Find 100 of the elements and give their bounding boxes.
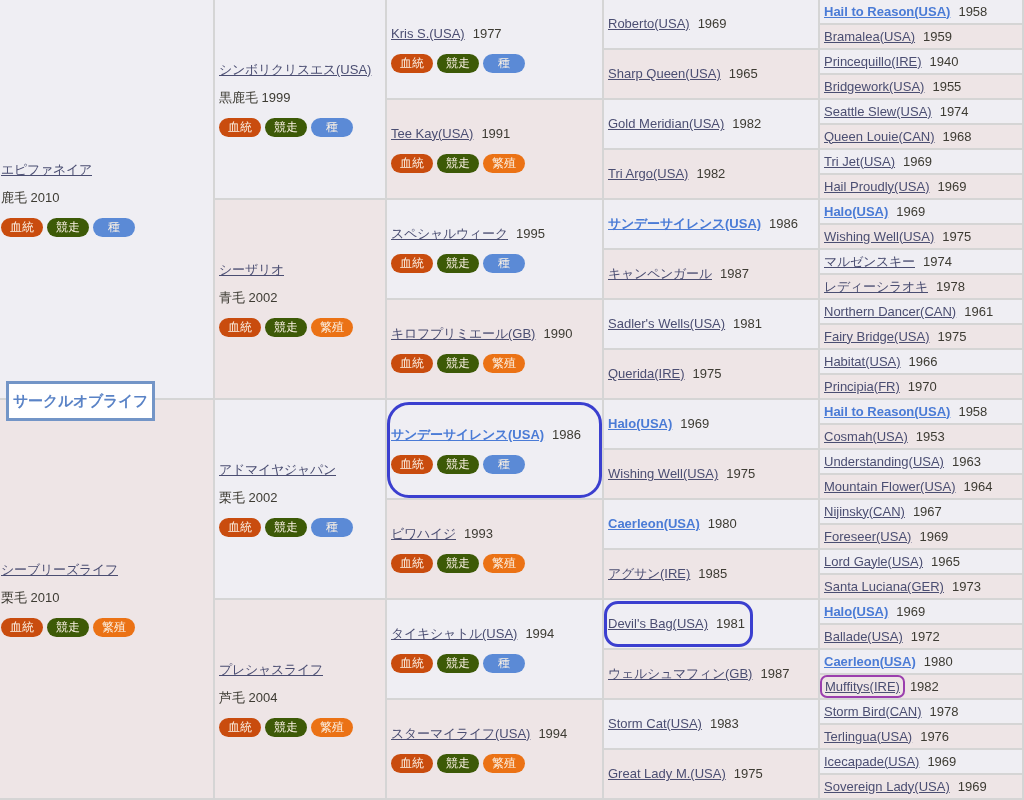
- pedigree-cell: [387, 200, 604, 300]
- coat-and-year: 青毛 2002: [219, 289, 279, 306]
- pedigree-cell: [820, 325, 1024, 350]
- birth-year: 1983: [709, 716, 739, 732]
- birth-year: 1987: [720, 266, 749, 282]
- status-tag: 血統: [1, 217, 43, 237]
- horse-name-link: Terlingua(USA): [824, 728, 913, 745]
- horse-name-link: Querida(IRE): [608, 366, 685, 382]
- status-tag: 種: [483, 454, 525, 474]
- status-tag: 繁殖: [483, 353, 525, 373]
- birth-year: 1969: [937, 178, 967, 195]
- pedigree-cell: [820, 450, 1024, 475]
- pedigree-cell: [820, 650, 1024, 675]
- horse-name-link: アドマイヤジャパン: [219, 461, 337, 478]
- pedigree-cell: [820, 0, 1024, 25]
- horse-name-link: キャンペンガール: [608, 266, 712, 282]
- pedigree-cell: [820, 475, 1024, 500]
- status-tag: 血統: [391, 454, 433, 474]
- status-tag: 競走: [437, 253, 479, 273]
- pedigree-cell: [604, 300, 820, 350]
- horse-name-link: Lord Gayle(USA): [824, 553, 923, 570]
- pedigree-cell: [820, 725, 1024, 750]
- status-tag: 繁殖: [483, 753, 525, 773]
- birth-year: 1978: [929, 703, 959, 720]
- horse-name-link: タイキシャトル(USA): [391, 625, 518, 642]
- status-tag: 血統: [391, 753, 433, 773]
- birth-year: 1965: [728, 66, 758, 82]
- pedigree-cell: [604, 100, 820, 150]
- status-tag: 競走: [47, 617, 89, 637]
- horse-name-link: Queen Louie(CAN): [824, 128, 935, 145]
- birth-year: 1959: [923, 28, 952, 45]
- birth-year: 1986: [552, 426, 582, 443]
- status-tag: 血統: [219, 517, 261, 537]
- horse-name-link: シーザリオ: [219, 261, 285, 278]
- horse-name-link: アグサン(IRE): [608, 566, 691, 582]
- horse-name-link: Wishing Well(USA): [608, 466, 719, 482]
- birth-year: 1975: [692, 366, 722, 382]
- horse-name-link: シンボリクリスエス(USA): [219, 61, 373, 78]
- coat-and-year: 栗毛 2002: [219, 489, 279, 506]
- title-box: サークルオブライフ: [6, 381, 155, 421]
- horse-name-link: Seattle Slew(USA): [824, 103, 932, 120]
- horse-name-link: Foreseer(USA): [824, 528, 912, 545]
- birth-year: 1955: [932, 78, 962, 95]
- horse-name-link: ウェルシュマフィン(GB): [608, 666, 753, 682]
- birth-year: 1969: [896, 603, 926, 620]
- status-tag: 繁殖: [311, 317, 353, 337]
- horse-name-link: Sadler's Wells(USA): [608, 316, 726, 332]
- horse-name-link: Princequillo(IRE): [824, 53, 922, 70]
- horse-name-link: Muffitys(IRE): [825, 678, 900, 695]
- pedigree-cell: [820, 350, 1024, 375]
- pedigree-cell: [387, 300, 604, 400]
- birth-year: 1974: [923, 253, 952, 270]
- birth-year: 1994: [525, 625, 555, 642]
- pedigree-cell: [820, 175, 1024, 200]
- status-tag: 種: [93, 217, 135, 237]
- status-tag: 血統: [391, 653, 433, 673]
- pedigree-cell: [604, 750, 820, 800]
- birth-year: 1978: [936, 278, 965, 295]
- birth-year: 1980: [923, 653, 953, 670]
- horse-name-link: Storm Bird(CAN): [824, 703, 922, 720]
- horse-name-link: シーブリーズライフ: [1, 561, 119, 578]
- pedigree-cell: [387, 0, 604, 100]
- birth-year: 1981: [733, 316, 763, 332]
- status-tag: 繁殖: [93, 617, 135, 637]
- horse-name-link: ビワハイジ: [391, 525, 456, 542]
- birth-year: 1970: [907, 378, 937, 395]
- status-tag: 競走: [437, 653, 479, 673]
- pedigree-cell: [820, 125, 1024, 150]
- pedigree-cell: [820, 525, 1024, 550]
- horse-name-link: Bridgework(USA): [824, 78, 925, 95]
- pedigree-cell: [604, 700, 820, 750]
- horse-name-link: Mountain Flower(USA): [824, 478, 956, 495]
- birth-year: 1963: [951, 453, 981, 470]
- birth-year: 1958: [958, 403, 988, 420]
- horse-name-link: レディーシラオキ: [824, 278, 928, 295]
- horse-name-link: Great Lady M.(USA): [608, 766, 726, 782]
- coat-and-year: 栗毛 2010: [1, 589, 61, 606]
- birth-year: 1990: [543, 325, 573, 342]
- birth-year: 1995: [516, 225, 545, 242]
- birth-year: 1969: [680, 416, 710, 432]
- pedigree-cell: [215, 400, 387, 600]
- status-tag: 血統: [1, 617, 43, 637]
- pedigree-cell: [820, 300, 1024, 325]
- horse-name-link: Kris S.(USA): [391, 25, 465, 42]
- pedigree-cell: [820, 600, 1024, 625]
- status-tag: 血統: [391, 53, 433, 73]
- pedigree-cell: [820, 400, 1024, 425]
- pedigree-cell: [820, 250, 1024, 275]
- pedigree-cell: [387, 500, 604, 600]
- status-tag: 血統: [219, 117, 261, 137]
- birth-year: 1969: [903, 153, 932, 170]
- pedigree-cell: [604, 350, 820, 400]
- horse-name-link: Understanding(USA): [824, 453, 944, 470]
- birth-year: 1975: [942, 228, 972, 245]
- pedigree-cell: [604, 500, 820, 550]
- horse-name-link: Halo(USA): [824, 603, 889, 620]
- horse-name-link: Hail to Reason(USA): [824, 3, 951, 20]
- horse-name-link: Fairy Bridge(USA): [824, 328, 930, 345]
- horse-name-link: Halo(USA): [824, 203, 889, 220]
- pedigree-cell: [604, 400, 820, 450]
